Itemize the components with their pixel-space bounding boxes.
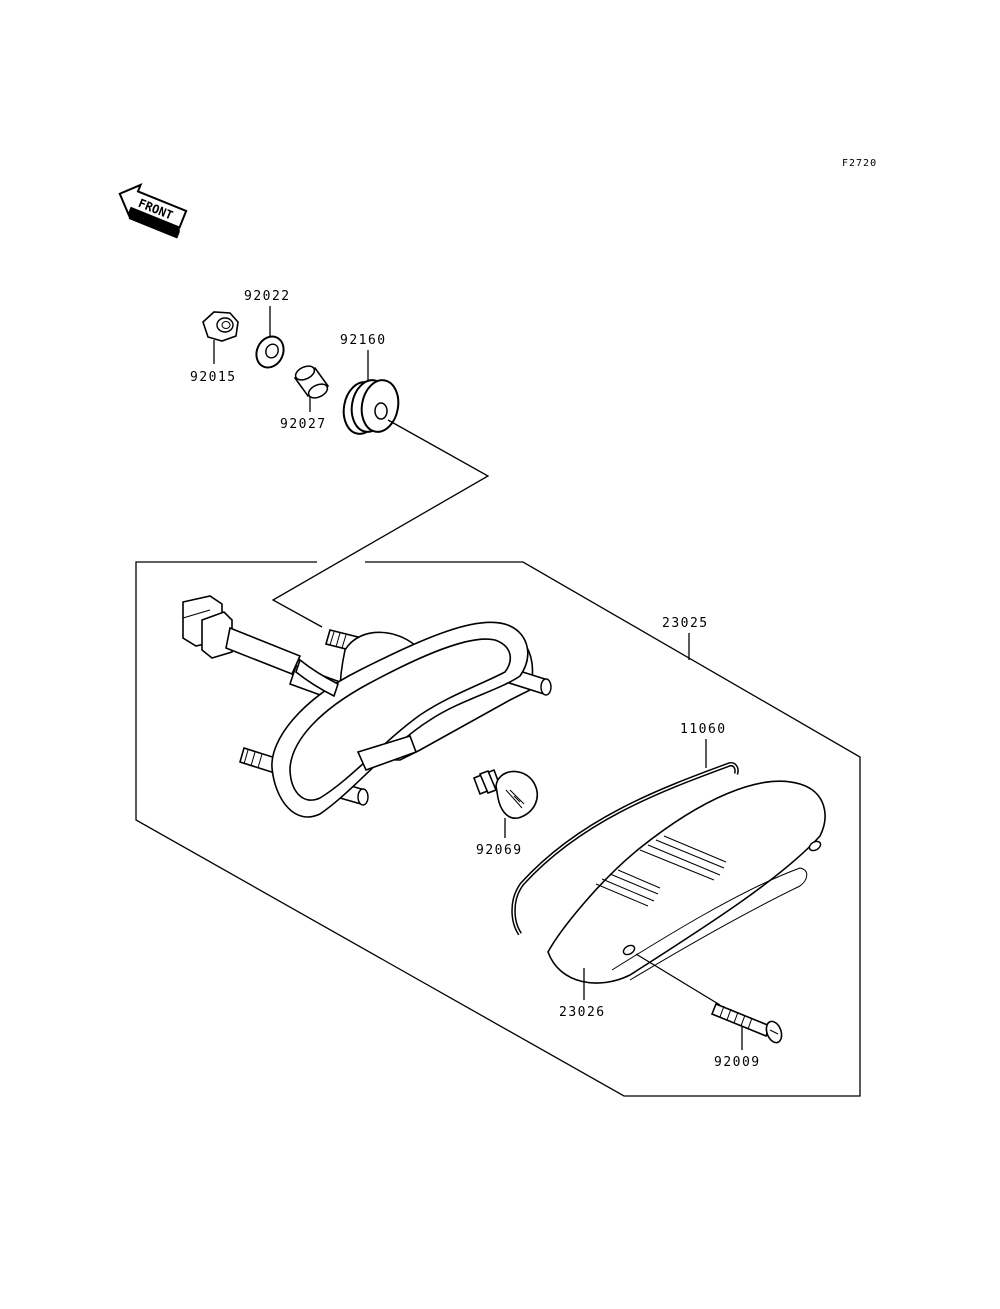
label-92009: 92009 <box>714 1055 761 1070</box>
label-23026: 23026 <box>559 1005 606 1020</box>
gasket-highlight <box>512 763 738 935</box>
lens-reflector-stripes <box>595 835 727 907</box>
part-23026-lens[interactable] <box>547 780 826 984</box>
assembly-connector-line <box>271 419 490 628</box>
label-92160: 92160 <box>340 333 387 348</box>
part-23025-housing[interactable] <box>182 595 552 818</box>
front-arrow-icon: FRONT <box>118 183 188 239</box>
part-92069-bulb[interactable] <box>472 768 538 819</box>
label-92015: 92015 <box>190 370 237 385</box>
screw-axis-line <box>635 953 721 1006</box>
figure-code: F2720 <box>842 158 877 169</box>
assembly-frame <box>135 561 861 1097</box>
label-92027: 92027 <box>280 417 327 432</box>
label-11060: 11060 <box>680 722 727 737</box>
part-92022-washer[interactable] <box>251 332 288 372</box>
part-92009-screw[interactable] <box>710 1002 784 1045</box>
part-92160-grommet[interactable] <box>340 377 402 436</box>
label-92022: 92022 <box>244 289 291 304</box>
part-92027-collar[interactable] <box>293 363 330 400</box>
label-23025: 23025 <box>662 616 709 631</box>
label-92069: 92069 <box>476 843 523 858</box>
part-92015-nut[interactable] <box>202 311 239 342</box>
